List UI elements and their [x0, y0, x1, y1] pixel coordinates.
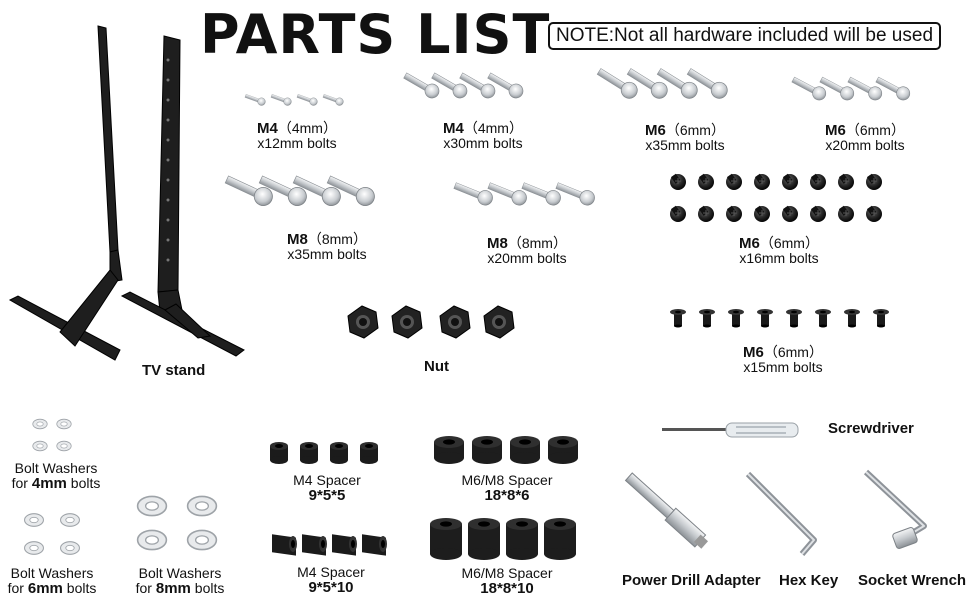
washers-6mm-image [24, 513, 80, 555]
washers-4mm-label: Bolt Washers for 4mm bolts [11, 460, 101, 492]
socket-wrench-image [863, 469, 927, 549]
m6-m8-spacer-10-label: M6/M8 Spacer 18*8*10 [461, 565, 553, 597]
m6-15mm-label: M6（6mm） x15mm bolts [743, 344, 823, 375]
nut-label: Nut [424, 358, 449, 375]
m8-20mm-label: M8（8mm） x20mm bolts [487, 235, 567, 266]
m6-20mm-bolts-image [789, 73, 913, 103]
m4-12mm-bolts-image [244, 92, 345, 107]
m6-20mm-label: M6（6mm） x20mm bolts [825, 122, 905, 153]
hex-key-label: Hex Key [779, 572, 839, 589]
m8-35mm-label: M8（8mm） x35mm bolts [287, 231, 367, 262]
screwdriver-image [662, 422, 799, 438]
screwdriver-label: Screwdriver [828, 420, 914, 437]
m4-12mm-label: M4（4mm） x12mm bolts [257, 120, 337, 151]
washers-8mm-label: Bolt Washers for 8mm bolts [135, 565, 225, 597]
note-box: NOTE:Not all hardware included will be u… [548, 22, 942, 50]
m6-16mm-black-bolts-image [669, 173, 883, 234]
m4-30mm-label: M4（4mm） x30mm bolts [443, 120, 523, 151]
washers-4mm-image [32, 418, 72, 452]
m6-m8-spacer-6-image [434, 436, 578, 464]
m8-35mm-bolts-image [222, 170, 378, 209]
washers-8mm-image [136, 495, 218, 551]
washers-6mm-label: Bolt Washers for 6mm bolts [7, 565, 97, 597]
m6-35mm-bolts-image [594, 64, 731, 102]
socket-wrench-label: Socket Wrench [858, 572, 967, 589]
hex-key-image [745, 471, 817, 556]
m4-spacer-10-label: M4 Spacer 9*5*10 [297, 564, 365, 596]
m6-16mm-label: M6（6mm） x16mm bolts [739, 235, 819, 266]
page-title: PARTS LIST [200, 3, 551, 66]
m4-spacer-5-image [270, 442, 378, 464]
power-drill-adapter-image [624, 472, 709, 549]
m6-15mm-spacer-bolts-image [670, 309, 889, 328]
m4-30mm-bolts-image [401, 69, 526, 101]
nut-image [347, 305, 515, 339]
m6-m8-spacer-6-label: M6/M8 Spacer 18*8*6 [461, 472, 553, 504]
m8-20mm-bolts-image [451, 178, 598, 208]
tv-stand-label: TV stand [142, 362, 206, 379]
m4-spacer-10-image [272, 534, 387, 556]
m4-spacer-5-label: M4 Spacer 9*5*5 [293, 472, 361, 504]
power-drill-adapter-label: Power Drill Adapter [622, 572, 761, 589]
m6-m8-spacer-10-image [430, 518, 576, 560]
tv-stand-image [8, 25, 245, 361]
m6-35mm-label: M6（6mm） x35mm bolts [645, 122, 725, 153]
